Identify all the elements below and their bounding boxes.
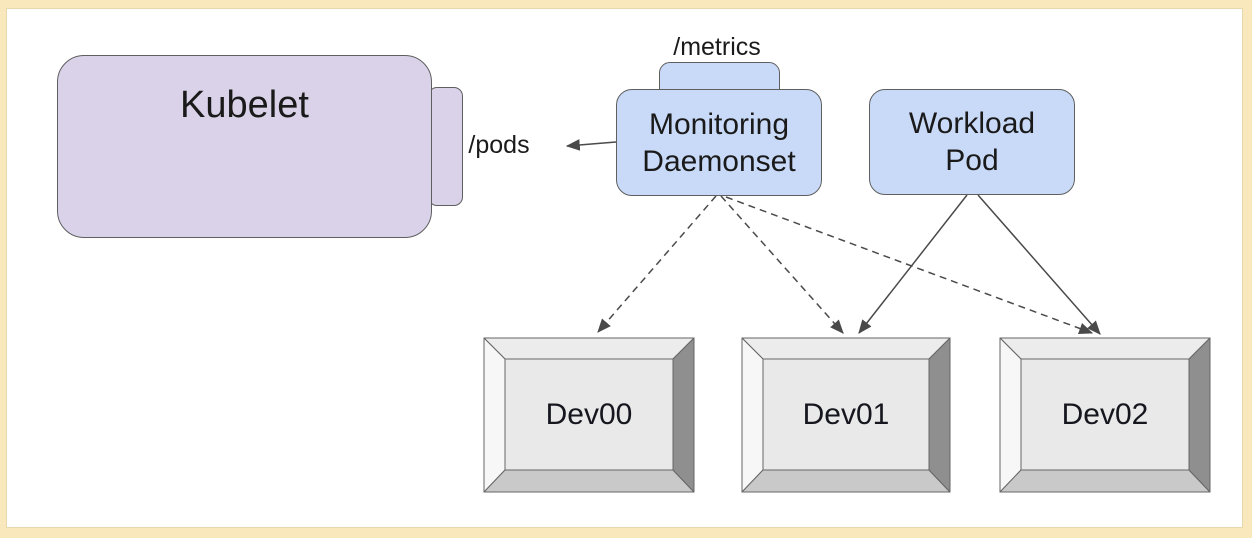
- kubelet-label: Kubelet: [180, 84, 309, 126]
- dev00-label: Dev00: [545, 397, 633, 431]
- workload-pod-label-line1: Workload: [908, 107, 1036, 140]
- workload-pod-label-line2: Pod: [945, 144, 999, 177]
- monitoring-daemonset-label-line1: Monitoring: [648, 107, 790, 141]
- monitoring-daemonset-label-line2: Daemonset: [642, 144, 796, 178]
- kubelet-port-tab: [428, 87, 463, 206]
- kubelet-node: Kubelet: [57, 55, 432, 238]
- dev02-label: Dev02: [1061, 397, 1149, 431]
- pods-endpoint-label: /pods: [468, 131, 530, 159]
- monitoring-daemonset-node: Monitoring Daemonset: [616, 89, 822, 196]
- metrics-endpoint-label: /metrics: [673, 33, 761, 61]
- workload-pod-node: Workload Pod: [869, 89, 1075, 195]
- dev01-label: Dev01: [802, 397, 890, 431]
